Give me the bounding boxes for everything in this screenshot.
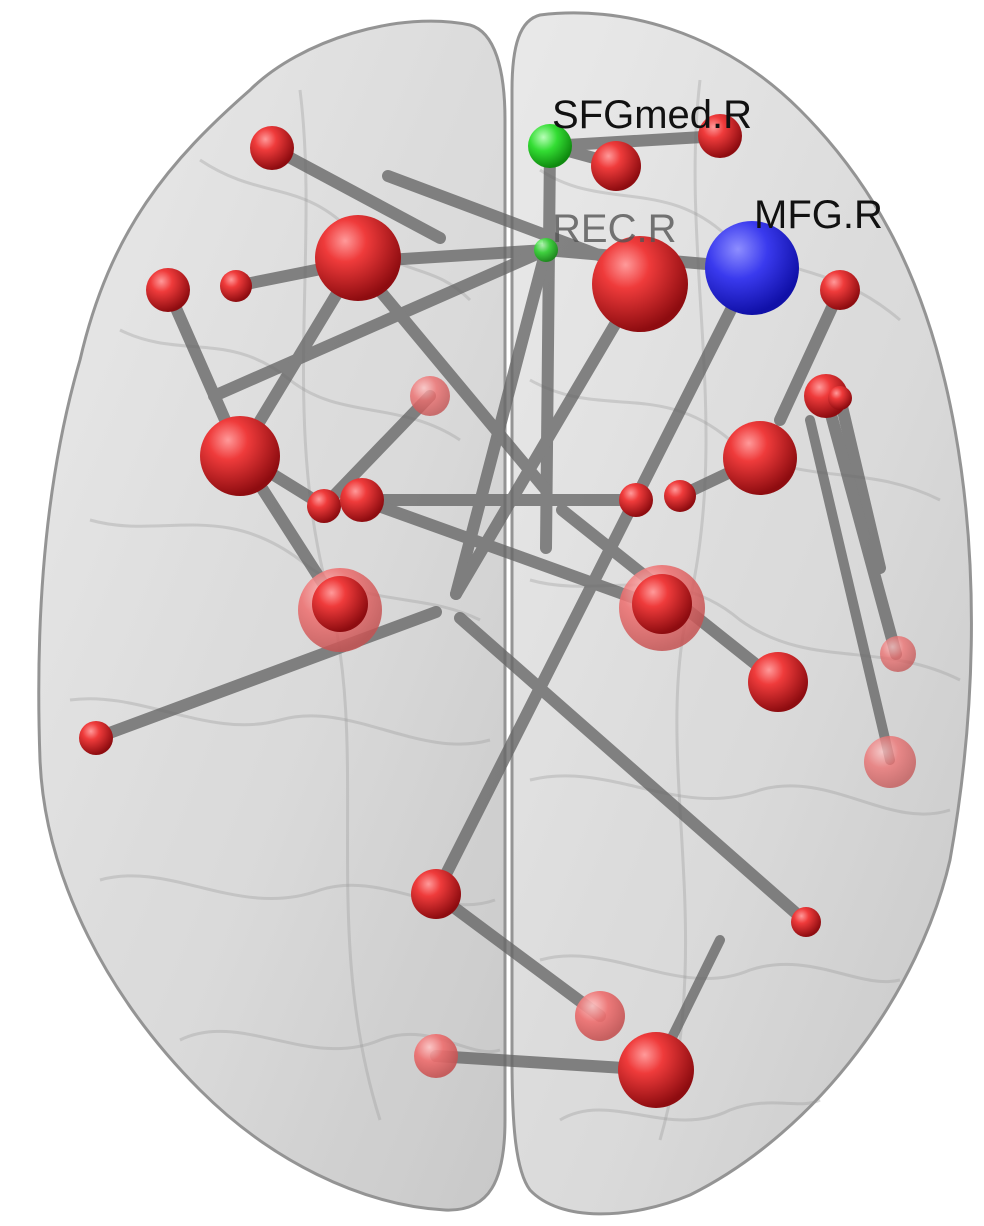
brain-node (698, 114, 742, 158)
brain-node (618, 1032, 694, 1108)
edge (318, 390, 436, 512)
brain-node (828, 386, 852, 410)
brain-node (220, 270, 252, 302)
brain-node (664, 480, 696, 512)
brain-node (632, 574, 692, 634)
edge (820, 390, 902, 660)
brain-node (200, 416, 280, 496)
node-mfg-r (705, 221, 799, 315)
edge (430, 262, 758, 900)
brain-node (411, 869, 461, 919)
brain-node (307, 489, 341, 523)
brain-node (414, 1034, 458, 1078)
brain-node (820, 270, 860, 310)
brain-node (315, 215, 401, 301)
brain-node (312, 576, 368, 632)
brain-node (619, 483, 653, 517)
brain-node (880, 636, 916, 672)
network-nodes (79, 114, 916, 1108)
edge (266, 142, 446, 244)
edge (805, 415, 895, 765)
edge (834, 392, 886, 574)
brain-node (591, 141, 641, 191)
edge (450, 276, 646, 600)
brain-node (340, 478, 384, 522)
brain-node (864, 736, 916, 788)
brain-node (250, 126, 294, 170)
label-sfgmed-r: SFGmed.R (552, 93, 752, 137)
brain-node (146, 268, 190, 312)
edge (350, 256, 552, 496)
edge (356, 494, 668, 614)
brain-node (791, 907, 821, 937)
edge (430, 888, 606, 1022)
edge (540, 140, 556, 554)
edge (544, 130, 726, 152)
edge (774, 284, 846, 426)
label-mfg-r: MFG.R (754, 193, 883, 237)
edge (454, 612, 812, 928)
brain-node (723, 421, 797, 495)
brain-node (748, 652, 808, 712)
edge (208, 244, 552, 402)
brain-node (79, 721, 113, 755)
node-rec-r (534, 238, 558, 262)
node-sfgmed-r (528, 124, 572, 168)
brain-node (410, 376, 450, 416)
edge (90, 606, 442, 744)
brain-node (592, 236, 688, 332)
label-rec-r: REC.R (552, 207, 676, 251)
brain-node (575, 991, 625, 1041)
